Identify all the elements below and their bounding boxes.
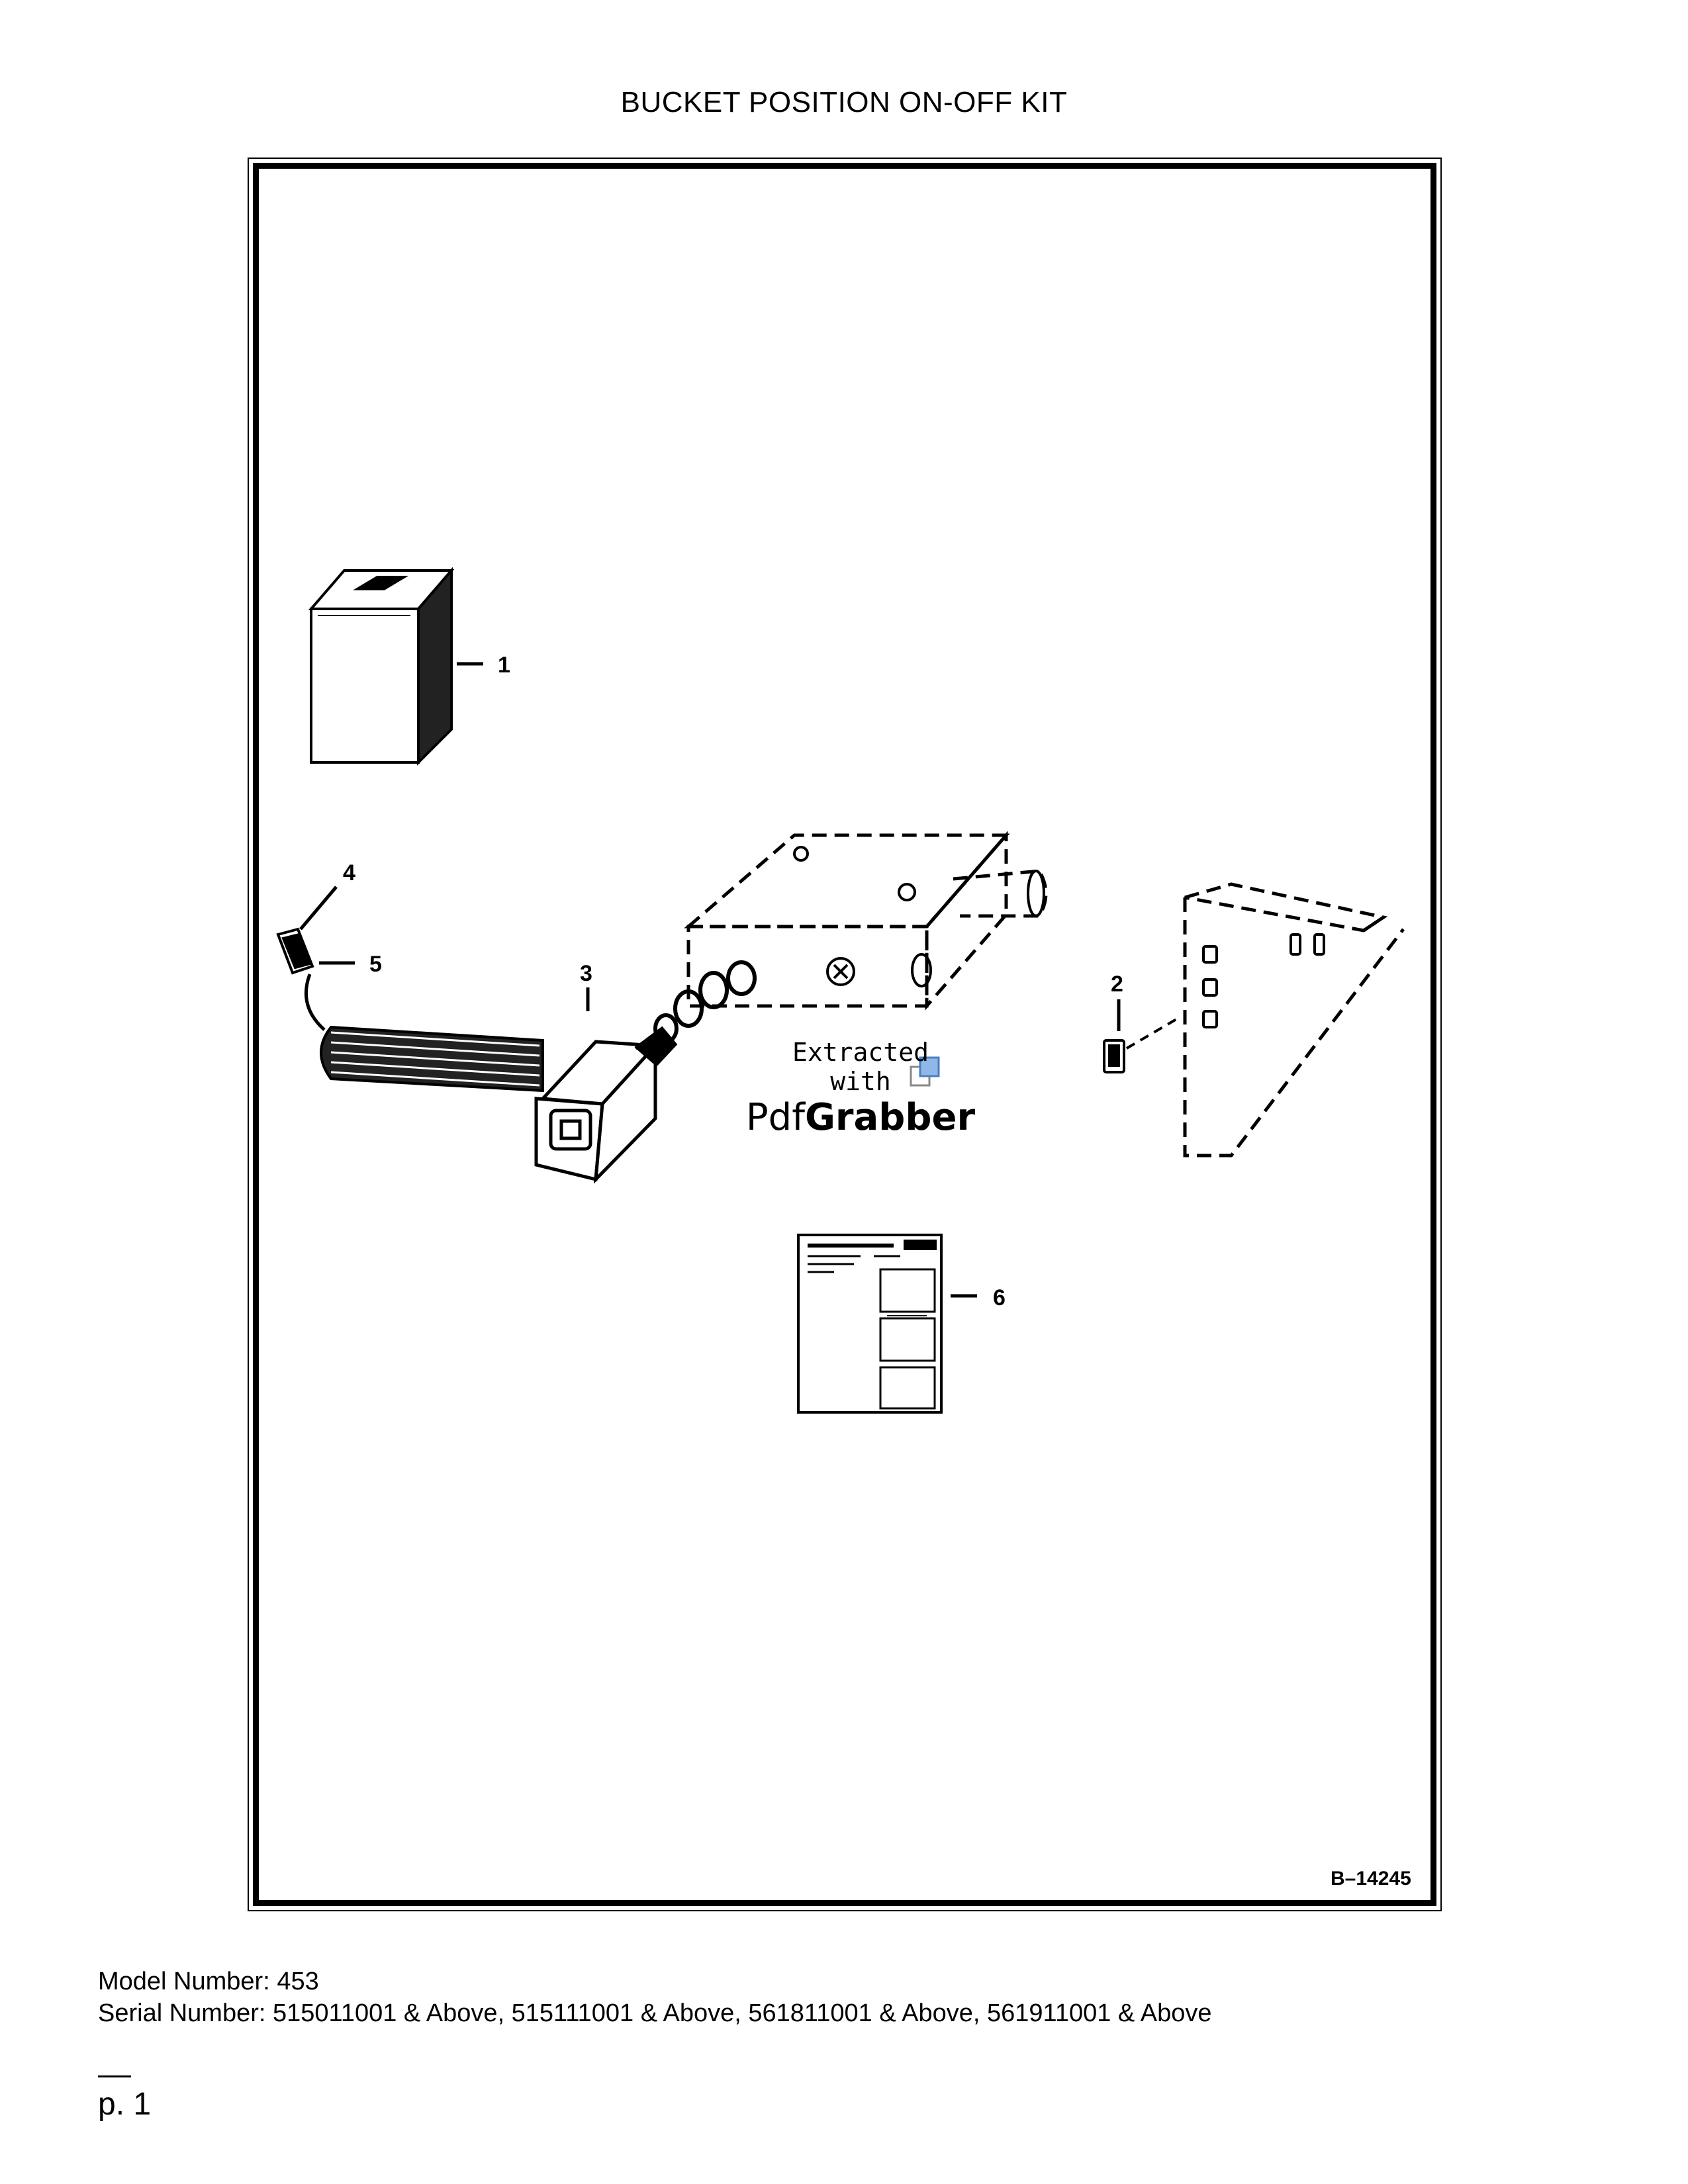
model-number: Model Number: 453 [98,1968,319,1995]
figure-id: B–14245 [1331,1868,1411,1889]
mounting-bracket [1183,882,1405,1158]
page-number-rule [98,2075,131,2077]
callout-5: 5 [369,952,382,977]
bracket-slots [1202,933,1325,1028]
page-title: BUCKET POSITION ON-OFF KIT [620,86,1068,118]
part-4-connector [276,927,314,975]
seal-rings [653,960,757,1044]
callout-3: 3 [580,961,592,986]
valve-block [684,831,1048,1011]
figure-frame [253,163,1436,1906]
leader-2-dashed [1125,1015,1182,1050]
callout-1: 1 [498,653,510,678]
part-6-instruction-sheet [797,1234,943,1414]
watermark: Extracted with PdfGrabber [735,1038,986,1140]
valve-details [793,846,1045,987]
watermark-brand-b: Grabber [804,1096,976,1139]
page-number: p. 1 [98,2087,152,2122]
watermark-brand-a: Pdf [745,1096,805,1139]
watermark-line-2: with [830,1067,891,1096]
model-info: Model Number: 453 Serial Number: 5150110… [98,1966,1211,2029]
part-2-clip [1103,1039,1125,1073]
leader-4 [299,886,338,931]
watermark-line-1: Extracted [792,1038,929,1067]
figure-frame-outer [248,158,1442,1911]
watermark-brand: PdfGrabber [735,1096,986,1140]
callout-4: 4 [343,860,355,886]
serial-number: Serial Number: 515011001 & Above, 515111… [98,1999,1212,2027]
coiled-cord [304,974,544,1093]
callout-6: 6 [993,1285,1006,1310]
part-3-solenoid [534,1026,678,1184]
callout-2: 2 [1111,972,1123,997]
part-1-box [308,567,455,766]
pdfgrabber-logo-icon [910,1056,940,1087]
